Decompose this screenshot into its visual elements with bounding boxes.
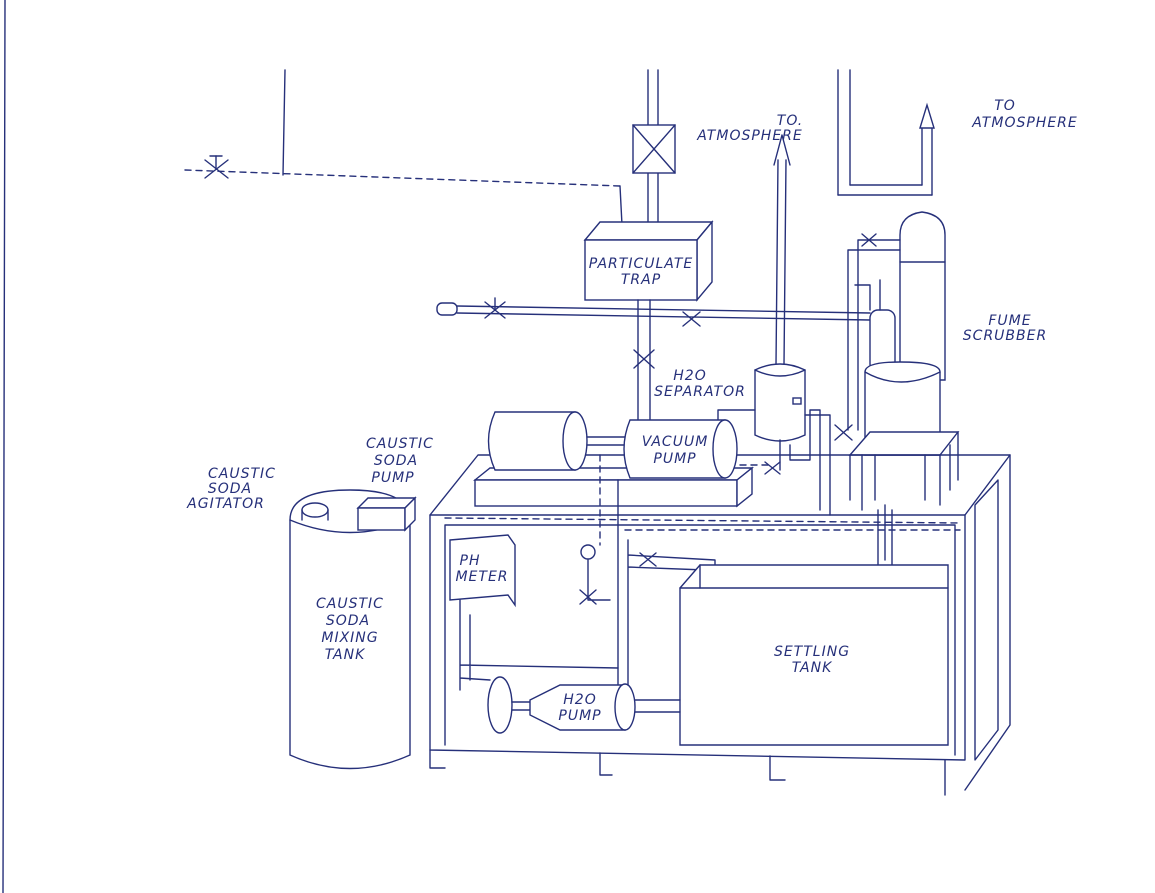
ph-meter-label: PH	[460, 553, 481, 569]
vent-pipe-2: TO ATMOSPHERE	[837, 69, 1077, 196]
h2o-pump-label: H2O	[563, 692, 596, 708]
to-atmosphere-label: ATMOSPHERE	[696, 128, 802, 144]
settling-tank-label: SETTLING	[774, 644, 850, 660]
h2o-separator-label: SEPARATOR	[654, 384, 746, 400]
particulate-trap: PARTICULATE TRAP	[583, 220, 714, 302]
to-atmosphere-label: ATMOSPHERE	[971, 115, 1077, 131]
caustic-soda-agitator-label: AGITATOR	[186, 496, 265, 512]
fume-scrubber-label: FUME	[988, 313, 1031, 329]
vent-pipe-1: TO. ATMOSPHERE	[696, 113, 803, 366]
valve-icon	[682, 311, 701, 327]
valve-icon	[834, 424, 853, 441]
valve-icon	[484, 297, 506, 319]
arrow-up-icon	[773, 134, 791, 166]
page-edge	[2, 0, 6, 893]
settling-tank: SETTLING TANK	[679, 564, 949, 746]
inlet-pipe	[632, 69, 676, 226]
particulate-trap-label: PARTICULATE	[589, 256, 694, 272]
to-atmosphere-label: TO.	[777, 113, 803, 129]
valve-icon	[579, 559, 611, 605]
arrow-up-icon	[919, 102, 935, 129]
h2o-separator-label: H2O	[673, 368, 706, 384]
air-line	[436, 297, 871, 327]
flow-indicator-icon	[580, 544, 596, 560]
caustic-soda-agitator	[301, 502, 329, 518]
particulate-trap-label: TRAP	[621, 272, 661, 288]
fume-scrubber-label: SCRUBBER	[963, 328, 1047, 344]
caustic-soda-mixing-tank-label: CAUSTIC	[316, 596, 384, 612]
pump-platform	[473, 466, 754, 508]
valve-icon	[633, 349, 655, 369]
caustic-soda-pump-label: CAUSTIC	[366, 436, 434, 452]
valve-icon	[639, 552, 657, 567]
vacuum-pump-label: PUMP	[653, 451, 696, 467]
caustic-soda-agitator-label: SODA	[208, 481, 252, 497]
valve-icon	[764, 461, 781, 475]
vacuum-pump-label: VACUUM	[642, 434, 709, 450]
fume-scrubber: FUME SCRUBBER	[834, 211, 1047, 511]
caustic-soda-mixing-tank-label: MIXING	[321, 630, 378, 646]
caustic-soda-mixing-tank: CAUSTIC SODA MIXING TANK	[289, 489, 417, 770]
valve-icon	[204, 155, 229, 179]
h2o-separator: H2O SEPARATOR	[654, 363, 831, 516]
to-atmosphere-label: TO	[994, 98, 1016, 114]
signal-line	[184, 69, 623, 226]
gauge-icon	[792, 397, 802, 405]
skid-frame	[429, 454, 1011, 796]
settling-tank-label: TANK	[792, 660, 833, 676]
h2o-pump: H2O PUMP	[487, 676, 681, 734]
caustic-soda-mixing-tank-label: TANK	[325, 647, 366, 663]
caustic-soda-mixing-tank-label: SODA	[326, 613, 370, 629]
vacuum-line	[633, 299, 655, 421]
caustic-soda-agitator-label: CAUSTIC	[208, 466, 276, 482]
ph-meter-label: METER	[455, 569, 508, 585]
caustic-soda-pump-label: PUMP	[371, 470, 414, 486]
vacuum-pump-motor	[487, 411, 626, 471]
vacuum-pump: VACUUM PUMP	[599, 419, 771, 546]
caustic-soda-pump-label: SODA	[374, 453, 418, 469]
valve-icon	[861, 233, 877, 247]
h2o-pump-label: PUMP	[558, 708, 601, 724]
ph-meter: PH METER	[449, 534, 516, 608]
